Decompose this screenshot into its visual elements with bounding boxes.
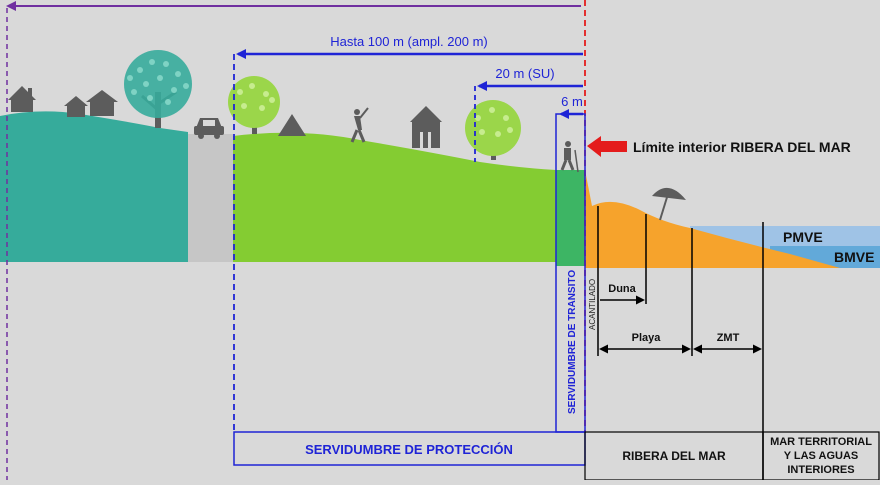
sand-beach	[585, 170, 840, 268]
label-zmt: ZMT	[717, 332, 740, 344]
label-limite: Límite interior RIBERA DEL MAR	[633, 139, 851, 155]
teal-land	[0, 111, 188, 262]
tent-icon	[278, 114, 306, 136]
hiker-icon	[560, 141, 579, 173]
car-icon	[194, 118, 224, 139]
red-arrow-icon	[587, 136, 627, 157]
label-ribera: RIBERA DEL MAR	[622, 449, 726, 463]
house-icon	[8, 86, 36, 112]
label-20m: 20 m (SU)	[495, 66, 554, 81]
label-servidumbre-transito: SERVIDUMBRE DE TRANSITO	[567, 270, 578, 414]
label-mar-1: MAR TERRITORIAL	[770, 436, 872, 448]
hut-icon	[410, 106, 442, 148]
house-icon	[86, 90, 118, 116]
label-acantilado: ACANTILADO	[588, 279, 597, 330]
label-100m: Hasta 100 m (ampl. 200 m)	[330, 34, 488, 49]
tree-icon	[124, 50, 192, 128]
transit-strip	[556, 170, 585, 266]
road	[188, 134, 233, 262]
house-icon	[64, 96, 88, 117]
label-bmve: BMVE	[834, 249, 874, 265]
label-mar-3: INTERIORES	[787, 464, 854, 476]
tree-icon	[228, 76, 280, 134]
label-mar-2: Y LAS AGUAS	[784, 450, 859, 462]
tree-icon	[465, 100, 521, 160]
green-land	[233, 132, 556, 262]
label-pmve: PMVE	[783, 229, 823, 245]
label-proteccion: SERVIDUMBRE DE PROTECCIÓN	[305, 442, 513, 457]
golfer-icon	[350, 107, 369, 143]
label-6m: 6 m	[561, 94, 583, 109]
label-playa: Playa	[632, 332, 662, 344]
umbrella-icon	[652, 187, 686, 221]
label-duna: Duna	[608, 283, 636, 295]
